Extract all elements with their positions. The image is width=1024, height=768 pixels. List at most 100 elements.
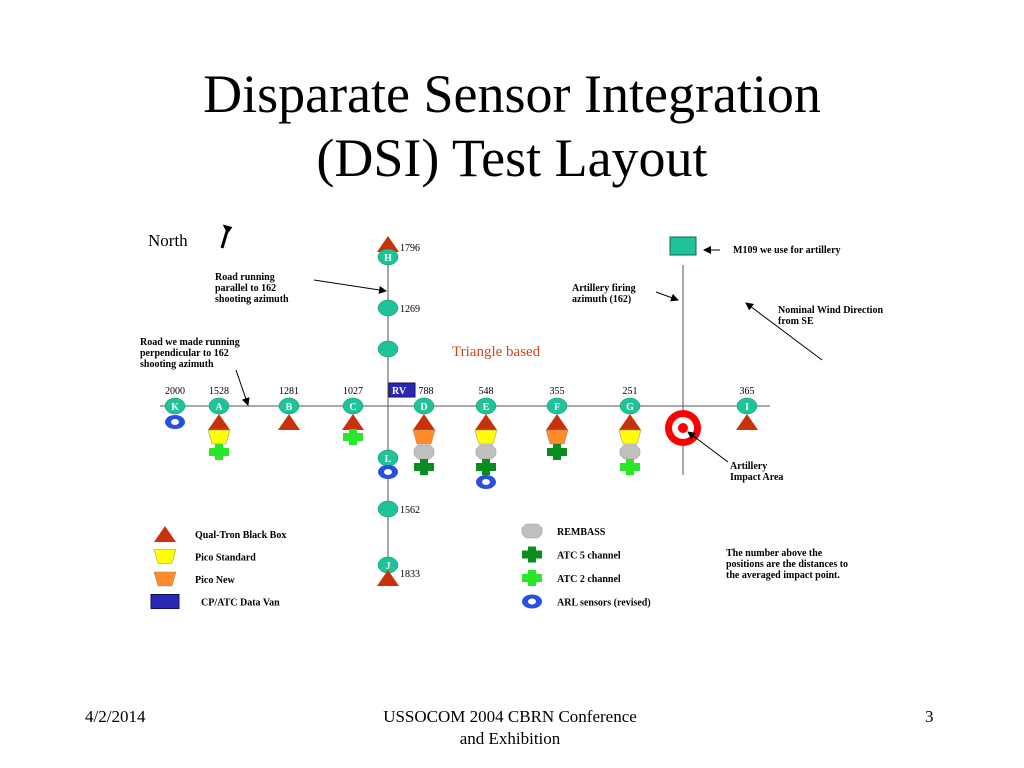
distance-label: 1528	[209, 386, 229, 397]
distance-label: 1027	[343, 386, 363, 397]
atc-2-channel-icon	[620, 459, 640, 475]
pico-new-icon	[153, 571, 177, 587]
annotation-road-perpendicular: Road we made running perpendicular to 16…	[140, 337, 250, 406]
page-number: 3	[925, 707, 934, 726]
legend-label: ATC 5 channel	[557, 551, 621, 562]
rv-data-van: RV	[388, 382, 416, 398]
arl-sensor-icon	[476, 475, 496, 489]
station-l: L	[377, 449, 399, 479]
station-marker	[377, 340, 399, 358]
qualtron-black-box-icon	[278, 414, 300, 430]
distance-label: 251	[623, 386, 638, 397]
arl-sensor-icon	[165, 415, 185, 429]
rembass-icon	[521, 523, 543, 539]
triangle-based-label: Triangle based	[452, 344, 541, 360]
qualtron-black-box-icon	[619, 414, 641, 430]
atc-5-channel-icon	[522, 546, 542, 563]
qualtron-black-box-icon	[413, 414, 435, 430]
station-id-label: J	[386, 561, 391, 572]
annotation-text: Nominal Wind Direction	[778, 305, 883, 316]
annotation-text: Artillery firing	[572, 283, 636, 294]
atc-2-channel-icon	[209, 444, 229, 460]
rv-label: RV	[392, 386, 407, 397]
data-van-icon	[150, 594, 180, 609]
slide-title: Disparate Sensor Integration (DSI) Test …	[0, 62, 1024, 190]
station-id-label: K	[171, 402, 179, 413]
pico-new-icon	[412, 429, 436, 445]
station-j: J 1833	[377, 556, 420, 586]
qualtron-black-box-icon	[377, 236, 399, 252]
station-marker	[377, 500, 399, 518]
legend-item-arl: ARL sensors (revised)	[522, 594, 651, 609]
legend-item-qualtron: Qual-Tron Black Box	[154, 526, 286, 542]
annotation-text: shooting azimuth	[215, 294, 289, 305]
pico-standard-icon	[618, 429, 642, 445]
station-marker: H	[377, 248, 399, 266]
arl-sensor-icon	[522, 594, 542, 609]
distance-label: 548	[479, 386, 494, 397]
station-id-label: D	[420, 402, 427, 413]
legend-label: Qual-Tron Black Box	[195, 530, 286, 541]
north-arrow-icon	[220, 224, 233, 249]
station-marker: E	[475, 397, 497, 415]
annotation-text: parallel to 162	[215, 283, 276, 294]
note-text: the averaged impact point.	[726, 570, 840, 581]
station-marker: B	[278, 397, 300, 415]
annotation-impact-area: Artillery Impact Area	[687, 431, 783, 483]
note-text: The number above the	[726, 548, 823, 559]
station-id-label: B	[286, 402, 293, 413]
station-id-label: C	[349, 402, 356, 413]
pico-standard-icon	[474, 429, 498, 445]
atc-5-channel-icon	[476, 459, 496, 475]
footer-date: 4/2/2014	[85, 707, 146, 726]
footer-conference-line-2: and Exhibition	[459, 729, 561, 748]
station-marker: A	[208, 397, 230, 415]
qualtron-black-box-icon	[377, 570, 399, 586]
stations-layer: 2000K1528A1281B1027C788D548E355F251G365I…	[164, 236, 758, 586]
distance-label: 355	[550, 386, 565, 397]
footer-conference: USSOCOM 2004 CBRN Conference and Exhibit…	[340, 706, 680, 750]
distance-label: 1796	[400, 243, 420, 254]
distance-label: 788	[419, 386, 434, 397]
annotation-wind: Nominal Wind Direction from SE	[745, 302, 883, 361]
arrow-icon	[235, 369, 250, 406]
atc-2-channel-icon	[522, 570, 542, 586]
annotation-text: perpendicular to 162	[140, 348, 229, 359]
pico-standard-icon	[207, 429, 231, 445]
slide-title-line-1: Disparate Sensor Integration	[203, 64, 821, 124]
legend-item-atc2: ATC 2 channel	[522, 570, 621, 586]
annotation-text: azimuth (162)	[572, 294, 631, 305]
annotation-text: Artillery	[730, 461, 767, 472]
station-marker: L	[377, 449, 399, 467]
arl-sensor-icon	[378, 465, 398, 479]
distance-label: 1833	[400, 569, 420, 580]
distance-label: 1281	[279, 386, 299, 397]
station-id-label: A	[215, 402, 223, 413]
station-id-label: E	[483, 402, 490, 413]
atc-5-channel-icon	[547, 444, 567, 460]
legend-label: Pico New	[195, 575, 235, 586]
legend-item-data-van: CP/ATC Data Van	[150, 594, 280, 609]
legend-label: CP/ATC Data Van	[201, 598, 280, 609]
data-van-icon	[388, 382, 416, 398]
station-marker	[377, 299, 399, 317]
legend-label: Pico Standard	[195, 553, 256, 564]
annotation-artillery-firing: Artillery firing azimuth (162)	[572, 283, 679, 305]
station-id-label: I	[745, 402, 749, 413]
station-marker: C	[342, 397, 364, 415]
arrow-icon	[313, 279, 387, 294]
station-v2: 1269	[377, 299, 420, 317]
distance-label: 1269	[400, 304, 420, 315]
legend-label: ARL sensors (revised)	[557, 598, 651, 609]
annotation-m109: M109 we use for artillery	[703, 245, 841, 256]
slide-title-line-2: (DSI) Test Layout	[316, 128, 708, 188]
